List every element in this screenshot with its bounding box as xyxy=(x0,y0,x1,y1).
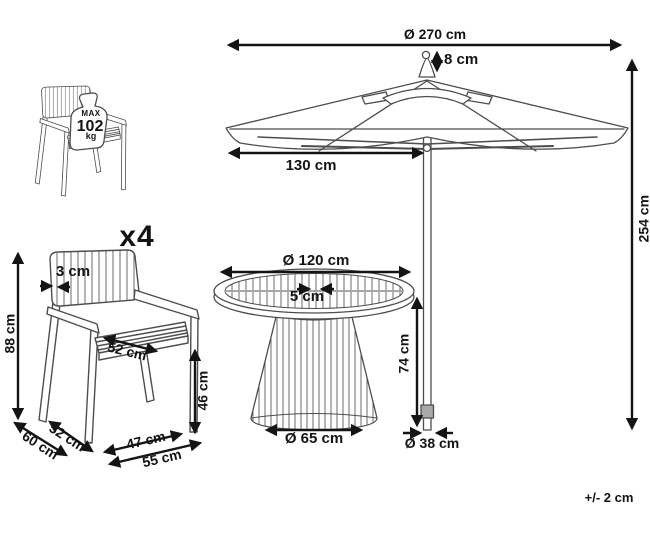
dim-label-total-height: 254 cm xyxy=(635,194,650,243)
tolerance-note: +/- 2 cm xyxy=(584,490,634,505)
dim-line-seat-diagonal xyxy=(102,334,159,355)
dim-label-seat-height: 46 cm xyxy=(194,370,211,411)
dim-label-table-height: 74 cm xyxy=(395,333,412,374)
max-weight-line2: 102 xyxy=(76,118,104,135)
dim-label-top-thickness: 5 cm xyxy=(289,288,325,305)
dim-label-back-thickness: 3 cm xyxy=(55,263,91,280)
dim-label-top-diameter: Ø 120 cm xyxy=(282,252,350,269)
dim-label-pole-diameter: Ø 38 cm xyxy=(404,435,460,451)
chair-quantity-label: x4 xyxy=(119,220,155,253)
max-weight-tag xyxy=(69,92,108,151)
umbrella-finial xyxy=(418,57,436,78)
dim-label-chair-height: 88 cm xyxy=(1,313,18,354)
table-base xyxy=(250,312,378,431)
umbrella-pole xyxy=(422,127,432,431)
dimension-lines xyxy=(11,38,639,468)
dim-line-total-width xyxy=(107,439,203,468)
pole-collar xyxy=(420,404,435,419)
max-weight-line3: kg xyxy=(85,131,97,141)
chair-small-drawing xyxy=(34,85,127,197)
dim-label-finial-height: 8 cm xyxy=(444,51,479,68)
dim-line-seat-depth xyxy=(48,420,94,453)
dim-label-canopy-diameter: Ø 270 cm xyxy=(403,26,467,42)
max-weight-line1: MAX xyxy=(81,109,101,118)
table-drawing xyxy=(213,268,415,431)
dim-label-base-diameter: Ø 65 cm xyxy=(284,430,344,447)
dim-label-canopy-radius: 130 cm xyxy=(285,157,337,174)
